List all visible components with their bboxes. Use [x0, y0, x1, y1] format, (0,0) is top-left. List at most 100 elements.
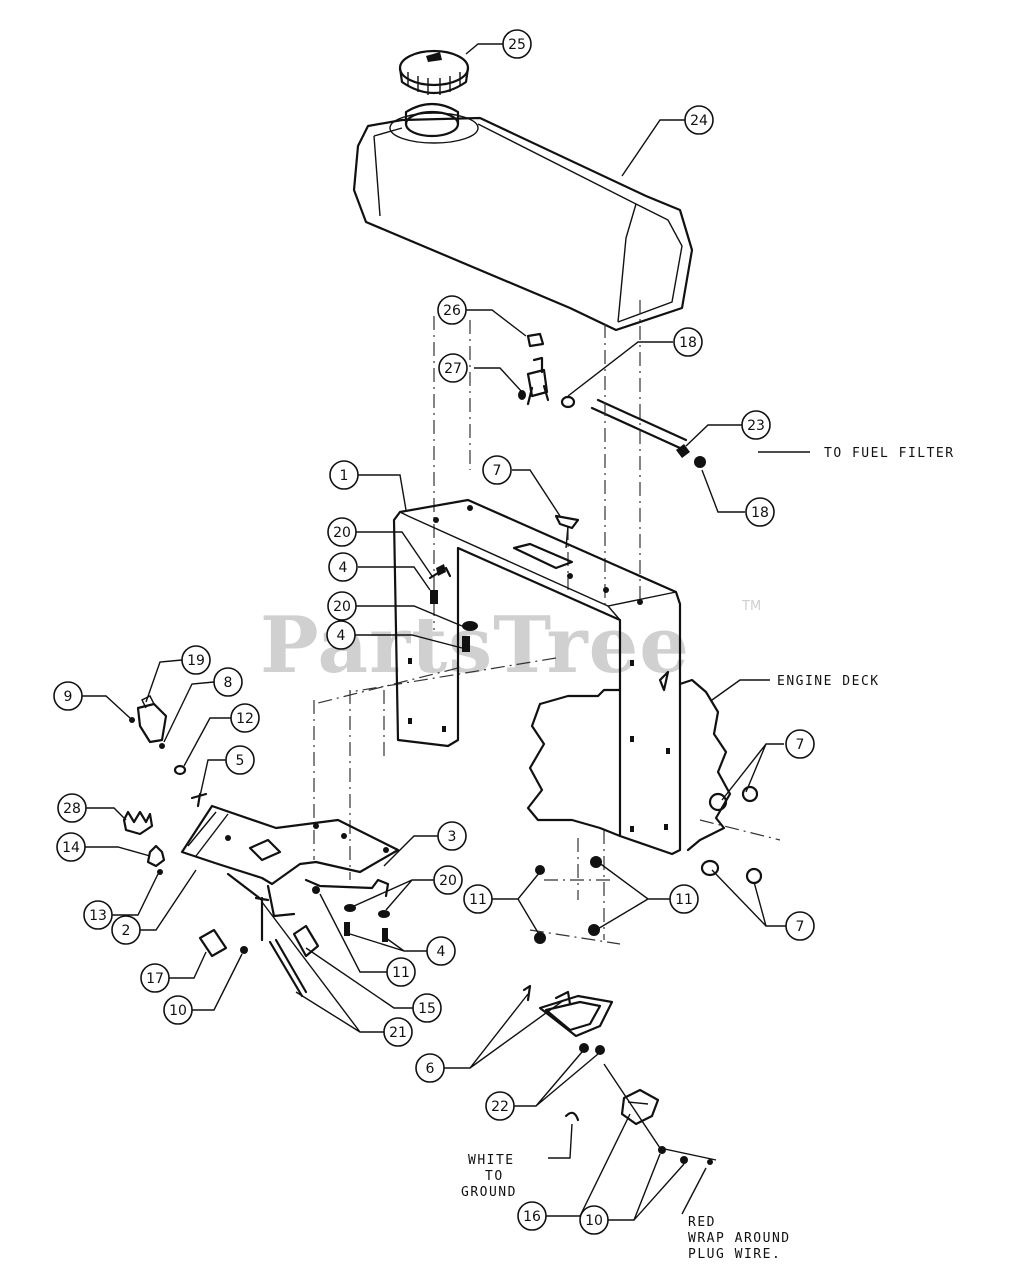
callout-circle	[111, 915, 141, 945]
callout-label: 7	[796, 919, 805, 935]
note-red-line3: PLUG WIRE.	[688, 1247, 781, 1262]
callout-label: 22	[491, 1099, 509, 1115]
note-white-line3: GROUND	[461, 1185, 517, 1200]
callout-4: 4	[426, 936, 456, 966]
callout-circle	[327, 517, 357, 547]
callout-circle	[463, 884, 493, 914]
note-white-line1: WHITE	[468, 1153, 515, 1168]
callout-label: 26	[443, 303, 461, 319]
callout-20: 20	[327, 591, 357, 621]
callout-circle	[438, 353, 468, 383]
callout-15: 15	[412, 993, 442, 1023]
callout-circle	[502, 29, 532, 59]
callout-label: 11	[469, 892, 487, 908]
callout-label: 21	[389, 1025, 407, 1041]
note-red-line1: RED	[688, 1215, 716, 1230]
callout-label: 13	[89, 908, 107, 924]
callout-label: 25	[508, 37, 526, 53]
callout-24: 24	[684, 105, 714, 135]
callout-label: 7	[493, 463, 502, 479]
callout-label: 12	[236, 711, 254, 727]
callout-label: 28	[63, 801, 81, 817]
callout-circle	[684, 105, 714, 135]
watermark-trademark: TM	[741, 599, 761, 614]
callout-label: 20	[439, 873, 457, 889]
callout-circle	[163, 995, 193, 1025]
callout-circle	[327, 591, 357, 621]
callout-11: 11	[386, 957, 416, 987]
callout-7: 7	[785, 911, 815, 941]
callout-label: 8	[224, 675, 233, 691]
callout-circle	[83, 900, 113, 930]
callout-26: 26	[437, 295, 467, 325]
callout-circle	[785, 911, 815, 941]
callout-5: 5	[225, 745, 255, 775]
callout-circle	[745, 497, 775, 527]
callout-4: 4	[326, 620, 356, 650]
callout-circle	[230, 703, 260, 733]
watermark: PartsTree	[260, 600, 690, 691]
callout-11: 11	[463, 884, 493, 914]
callout-28: 28	[57, 793, 87, 823]
callout-label: 6	[426, 1061, 435, 1077]
callout-10: 10	[579, 1205, 609, 1235]
callout-label: 2	[122, 923, 131, 939]
callout-10: 10	[163, 995, 193, 1025]
callout-circle	[433, 865, 463, 895]
fuel-tank	[352, 102, 694, 332]
callout-circle	[56, 832, 86, 862]
note-fuel-filter: TO FUEL FILTER	[824, 446, 955, 461]
callout-label: 3	[448, 829, 457, 845]
callout-label: 14	[62, 840, 80, 856]
leader-lines	[71, 43, 810, 1221]
note-white-line2: TO	[485, 1169, 504, 1184]
notes: TO FUEL FILTER ENGINE DECK WHITE TO GROU…	[461, 446, 955, 1262]
callout-label: 10	[169, 1003, 187, 1019]
callout-circle	[181, 645, 211, 675]
callout-18: 18	[745, 497, 775, 527]
callout-label: 11	[392, 965, 410, 981]
callout-11: 11	[669, 884, 699, 914]
callout-27: 27	[438, 353, 468, 383]
callout-circle	[213, 667, 243, 697]
callout-21: 21	[383, 1017, 413, 1047]
callout-label: 10	[585, 1213, 603, 1229]
callout-circle	[328, 552, 358, 582]
callout-circle	[669, 884, 699, 914]
callout-label: 24	[690, 113, 708, 129]
callout-9: 9	[53, 681, 83, 711]
callout-22: 22	[485, 1091, 515, 1121]
callout-label: 15	[418, 1001, 436, 1017]
callout-1: 1	[329, 460, 359, 490]
ignition-switch	[198, 896, 308, 998]
callout-4: 4	[328, 552, 358, 582]
callout-7: 7	[785, 729, 815, 759]
deck-bolts	[534, 785, 763, 944]
callout-label: 16	[523, 1209, 541, 1225]
callout-17: 17	[140, 963, 170, 993]
callout-label: 20	[333, 525, 351, 541]
callout-circle	[437, 821, 467, 851]
callout-circle	[517, 1201, 547, 1231]
callout-label: 18	[751, 505, 769, 521]
callout-2: 2	[111, 915, 141, 945]
callout-circle	[785, 729, 815, 759]
callout-circle	[485, 1091, 515, 1121]
callout-14: 14	[56, 832, 86, 862]
callout-circle	[426, 936, 456, 966]
callout-label: 4	[437, 944, 446, 960]
throttle-lever	[129, 695, 187, 776]
callout-circle	[53, 681, 83, 711]
throttle-spring	[122, 810, 166, 875]
bracket-fasteners	[428, 514, 580, 652]
callout-6: 6	[415, 1053, 445, 1083]
callout-circle	[412, 993, 442, 1023]
callout-circle	[140, 963, 170, 993]
callout-7: 7	[482, 455, 512, 485]
fuel-line	[560, 395, 706, 468]
callout-circle	[673, 327, 703, 357]
engine-deck	[526, 678, 732, 852]
callout-label: 7	[796, 737, 805, 753]
